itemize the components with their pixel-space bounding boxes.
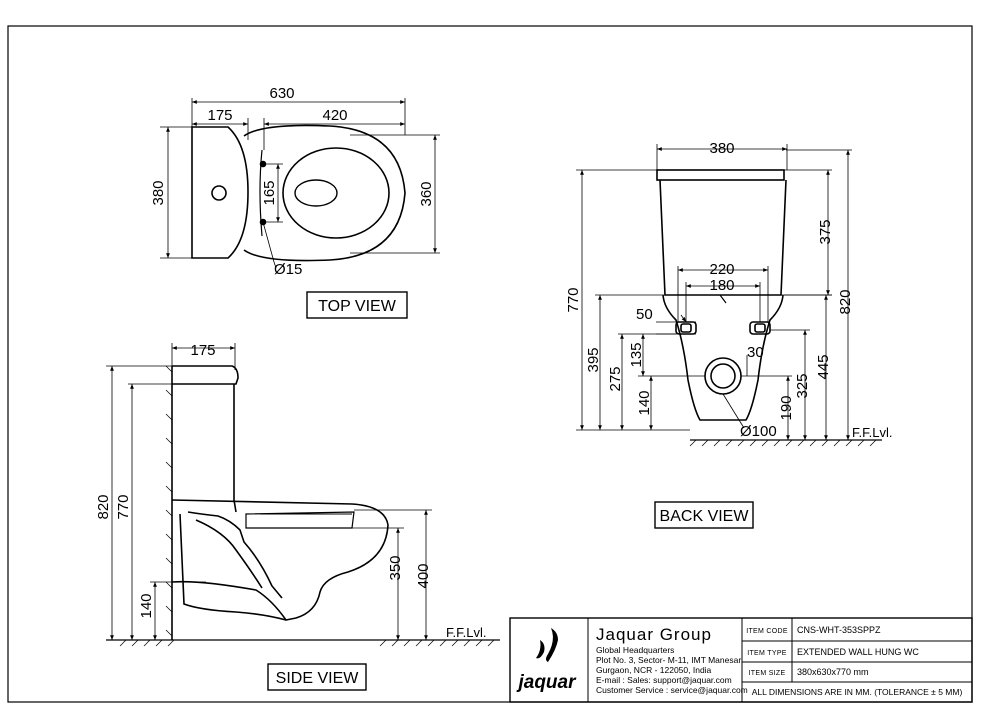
top-view-labels: 630 175 420 380 360 165 Ø15	[150, 85, 435, 278]
item-type-label: ITEM TYPE	[747, 650, 787, 657]
side-view-drawing	[171, 365, 389, 640]
address-line-4: E-mail : Sales: support@jaquar.com	[596, 675, 732, 685]
address-line-1: Global Headquarters	[596, 645, 674, 655]
side-view-dimensions	[106, 343, 500, 641]
item-code-label: ITEM CODE	[746, 628, 788, 635]
address-line-3: Gurgaon, NCR - 122050, India	[596, 665, 712, 675]
dim-back-180: 180	[709, 277, 734, 294]
dim-back-375: 375	[817, 219, 834, 244]
dim-back-325: 325	[794, 373, 811, 398]
dim-back-135: 135	[628, 342, 645, 367]
dim-back-395: 395	[585, 347, 602, 372]
dim-back-140: 140	[636, 390, 653, 415]
dim-top-175: 175	[207, 107, 232, 124]
dim-back-380: 380	[709, 140, 734, 157]
dim-back-770: 770	[565, 287, 582, 312]
item-type-value: EXTENDED WALL HUNG WC	[797, 647, 919, 657]
dim-side-350: 350	[387, 555, 404, 580]
dim-top-630: 630	[269, 85, 294, 102]
logo-mark	[536, 628, 558, 662]
dim-top-hole: Ø15	[274, 261, 302, 278]
dim-back-220: 220	[709, 261, 734, 278]
side-view-label: SIDE VIEW	[276, 670, 360, 687]
logo-wordmark: jaquar	[515, 672, 577, 693]
dim-back-275: 275	[607, 366, 624, 391]
back-ffl-label: F.F.Lvl.	[852, 425, 892, 440]
dim-side-770: 770	[115, 494, 132, 519]
dim-side-820: 820	[95, 494, 112, 519]
top-view-drawing	[191, 124, 406, 262]
dim-side-400: 400	[415, 563, 432, 588]
back-floor-hatch	[689, 439, 877, 447]
title-block	[509, 617, 973, 703]
back-view-label-box	[654, 501, 754, 529]
back-view-label: BACK VIEW	[660, 508, 750, 525]
dim-back-50: 50	[636, 306, 653, 323]
dim-top-360: 360	[418, 181, 435, 206]
side-ffl-label: F.F.Lvl.	[446, 625, 486, 640]
dim-back-190: 190	[778, 395, 795, 420]
back-view-dimensions	[576, 144, 882, 441]
item-code-value: CNS-WHT-353SPPZ	[797, 625, 881, 635]
side-view-label-box	[267, 663, 367, 691]
top-view-label: TOP VIEW	[318, 298, 397, 315]
company-name: Jaquar Group	[596, 625, 712, 644]
dim-back-445: 445	[815, 354, 832, 379]
top-view-dimensions	[160, 98, 440, 269]
side-floor-hatch	[119, 365, 495, 647]
dim-top-380: 380	[150, 180, 167, 205]
back-view-labels: 380 220 180 50 30 375 770 820 395 275 13…	[565, 140, 892, 440]
sheet-border	[7, 25, 973, 703]
dim-top-420: 420	[322, 107, 347, 124]
dim-back-30: 30	[747, 344, 764, 361]
dim-side-140: 140	[138, 593, 155, 618]
item-size-label: ITEM SIZE	[749, 670, 786, 677]
top-view-label-box	[306, 291, 408, 319]
dim-top-165: 165	[261, 180, 278, 205]
address-line-2: Plot No. 3, Sector- M-11, IMT Manesar	[596, 655, 741, 665]
back-view-drawing	[656, 169, 787, 421]
dim-side-175: 175	[190, 342, 215, 359]
address-line-5: Customer Service : service@jaquar.com	[596, 685, 748, 695]
tolerance-note: ALL DIMENSIONS ARE IN MM. (TOLERANCE ± 5…	[752, 687, 963, 697]
side-view-labels: 175 820 770 140 350 400 F.F.Lvl.	[95, 342, 486, 640]
dim-back-outlet: Ø100	[740, 423, 777, 440]
dim-back-820: 820	[837, 289, 854, 314]
item-size-value: 380x630x770 mm	[797, 667, 869, 677]
